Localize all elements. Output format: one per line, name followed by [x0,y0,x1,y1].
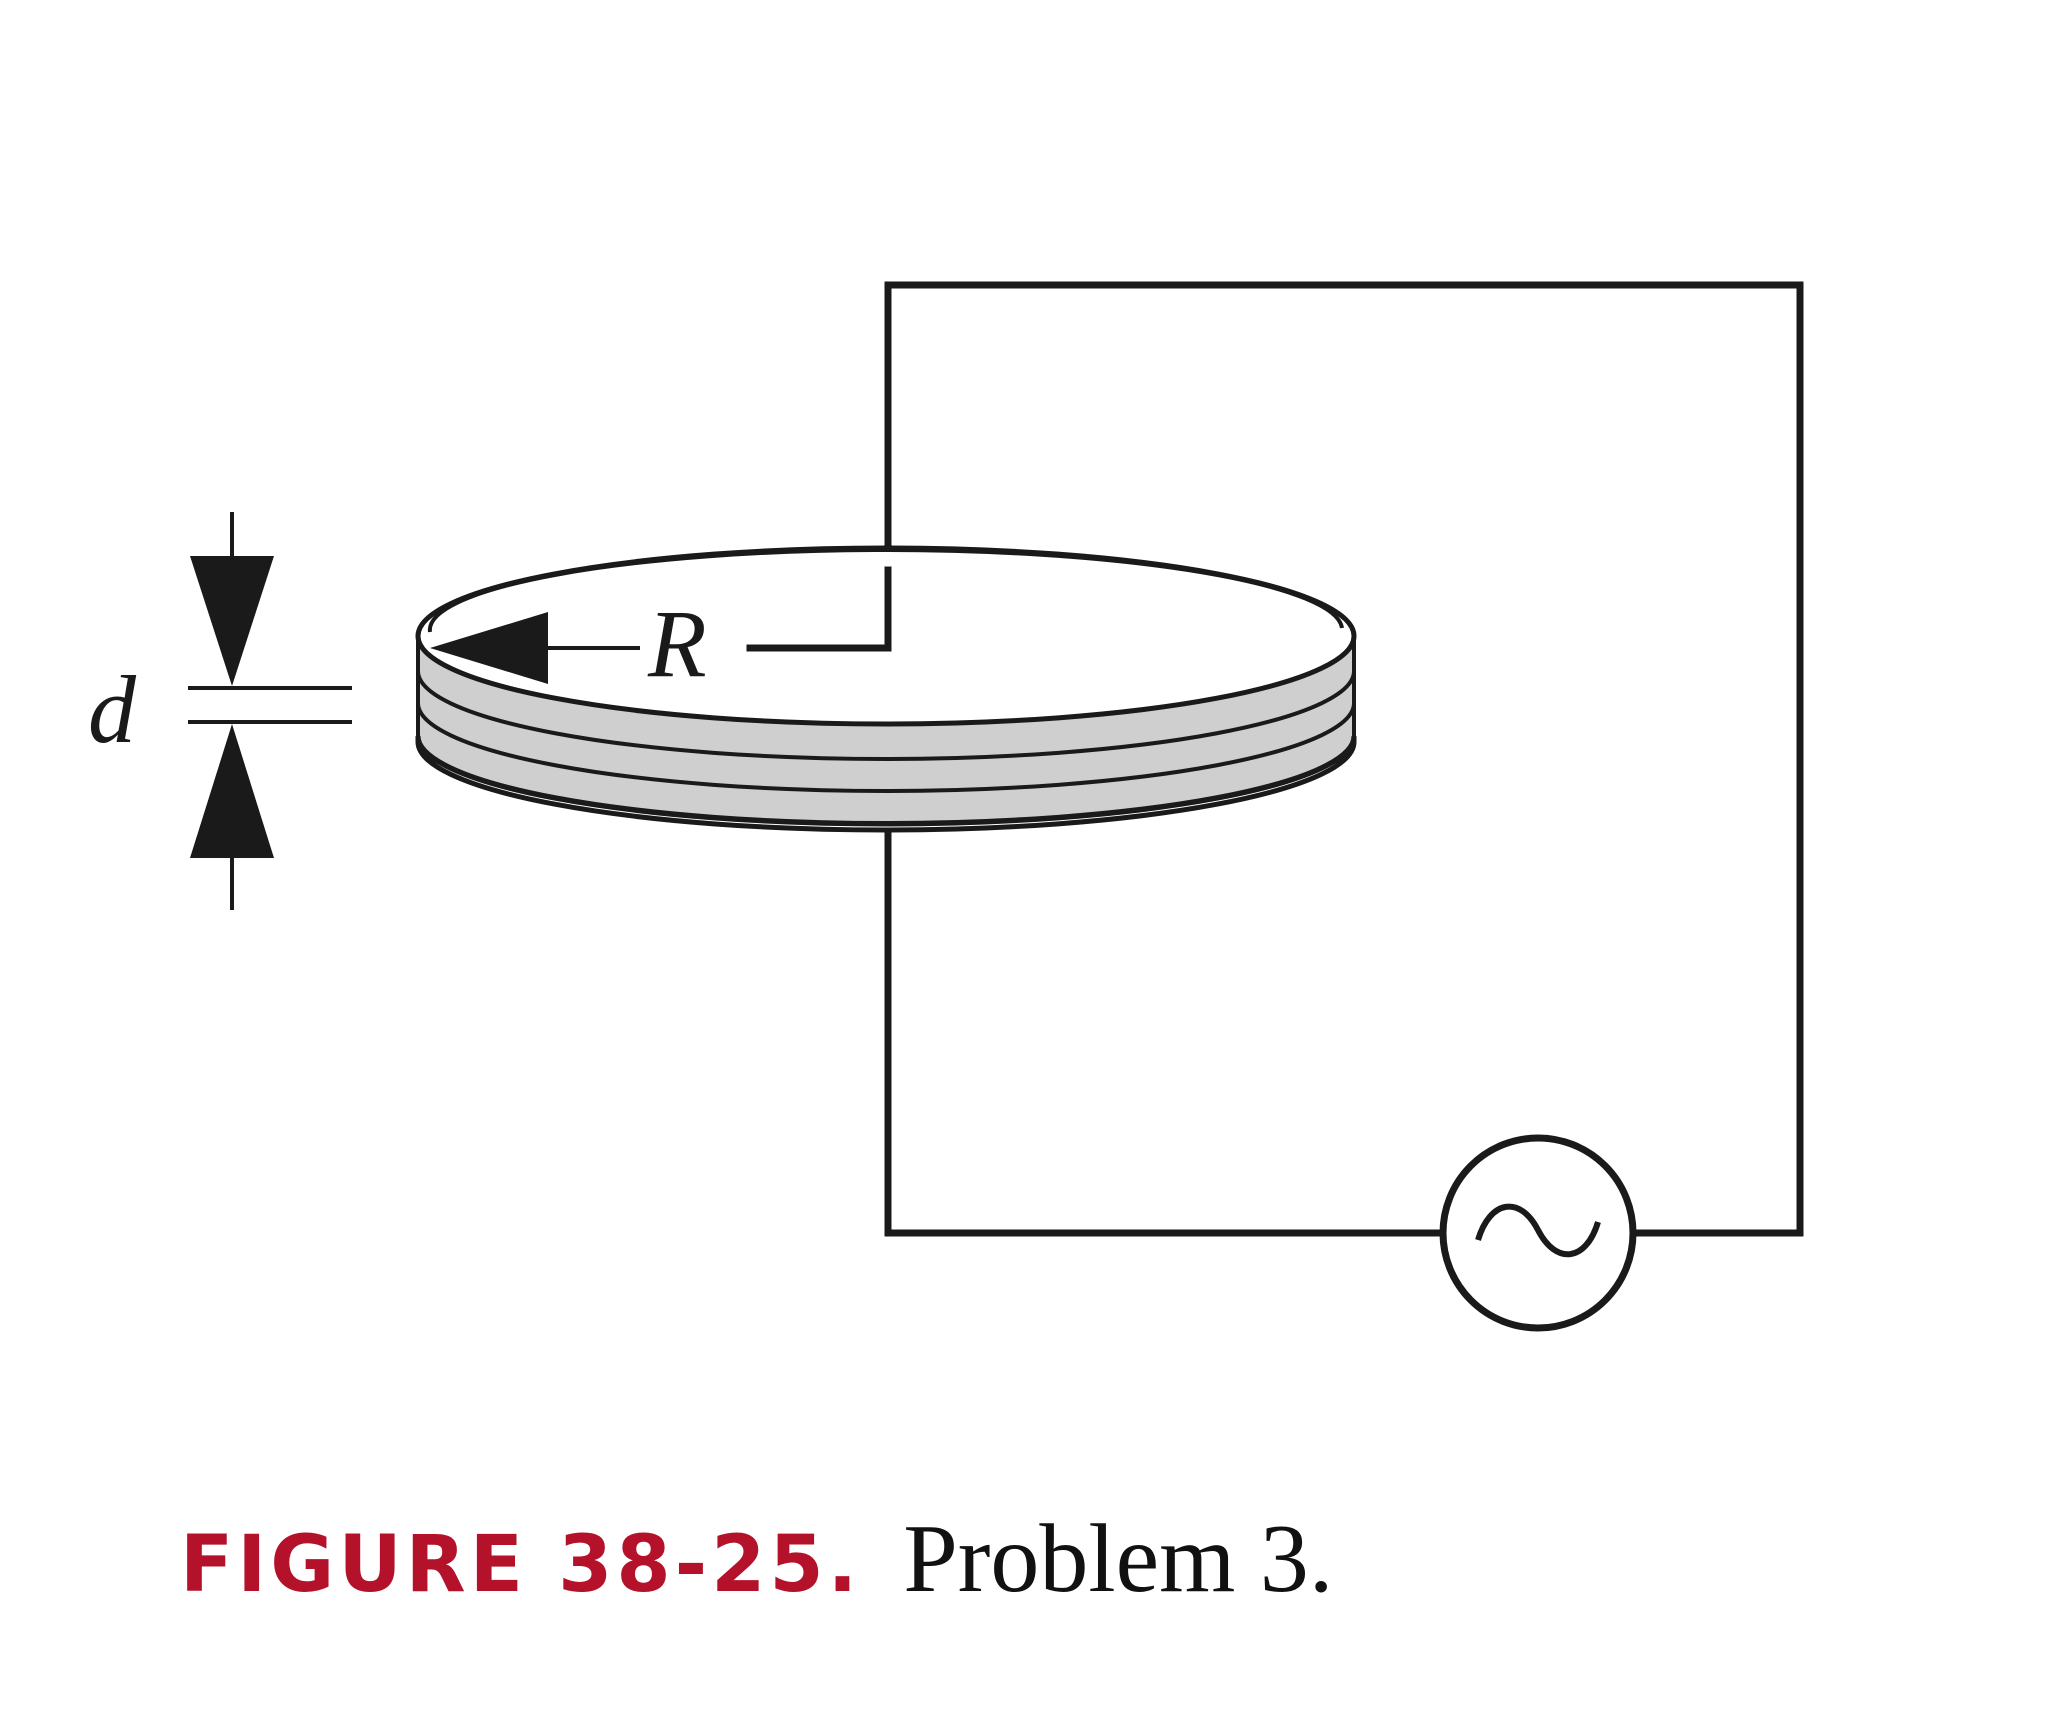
plate-rim [415,735,1357,833]
arrow-down-icon [190,556,274,686]
gap-dimension: d [88,512,352,910]
arrow-up-icon [190,724,274,858]
figure-caption: FIGURE 38-25.Problem 3. [180,1510,1333,1608]
radius-label: R [647,590,707,697]
wire-bottom-loop [884,818,1444,1237]
figure-caption-text: Problem 3. [903,1505,1334,1613]
radius-line [746,566,892,652]
wire-top-loop [884,281,1804,1237]
radius-arrowhead-icon [430,612,548,684]
sine-wave-icon [1475,1203,1601,1258]
top-plate-inner-rim [427,547,1344,633]
figure-caption-label: FIGURE 38-25. [180,1520,862,1610]
ac-source [1439,1134,1637,1332]
gap-label: d [88,656,137,763]
radius-indicator: R [430,566,892,697]
